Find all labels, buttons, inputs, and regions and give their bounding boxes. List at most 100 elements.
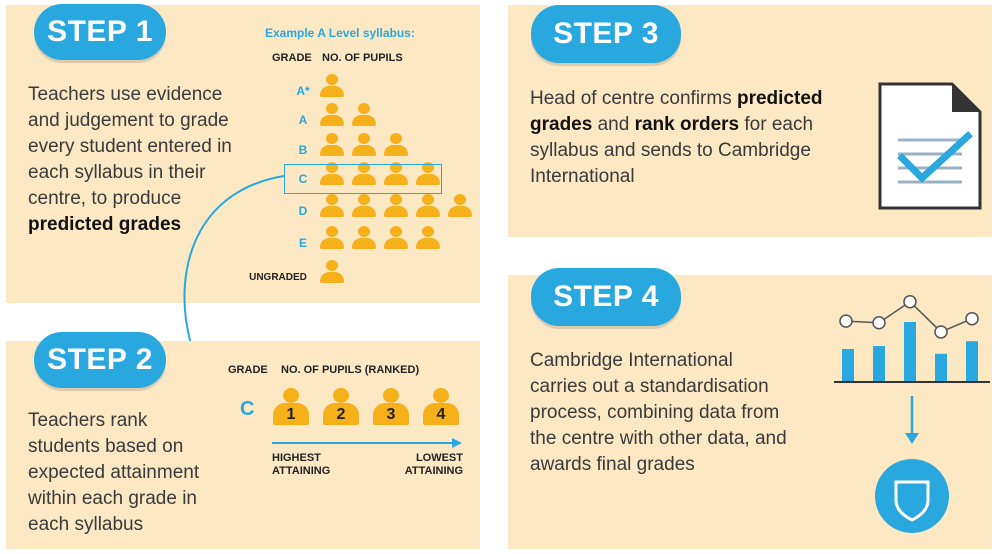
pupil-body xyxy=(320,272,344,283)
lowest-attaining-label: LOWEST ATTAINING xyxy=(404,452,463,477)
rank-number: 1 xyxy=(273,403,309,425)
pupil-body xyxy=(416,174,440,185)
pupil-head xyxy=(422,226,434,237)
chart-bar xyxy=(904,322,916,382)
pupil-body xyxy=(352,238,376,249)
pupil-icon xyxy=(320,133,344,157)
step3-badge: STEP 3 xyxy=(531,5,681,63)
chart-point xyxy=(839,314,853,328)
step1-text-bold: predicted grades xyxy=(28,214,182,235)
pupil-head xyxy=(358,162,370,173)
pupil-head xyxy=(326,103,338,114)
pupil-head xyxy=(454,194,466,205)
ranked-pupil-icon: 1 xyxy=(273,388,309,426)
ranked-pupil-head xyxy=(333,388,349,403)
pupil-head xyxy=(390,194,402,205)
pupil-icon xyxy=(352,194,376,218)
pupil-head xyxy=(326,162,338,173)
ranked-pupil-head xyxy=(283,388,299,403)
chart-point xyxy=(872,316,886,330)
chart-point xyxy=(903,294,917,309)
chart-bar xyxy=(842,349,854,382)
pupil-head xyxy=(326,74,338,85)
pupil-head xyxy=(358,226,370,237)
rank-number: 2 xyxy=(323,403,359,425)
pupil-icon xyxy=(352,133,376,157)
pupil-body xyxy=(416,206,440,217)
pupil-body xyxy=(384,238,408,249)
rank-number: 3 xyxy=(373,403,409,425)
pupil-head xyxy=(326,194,338,205)
step1-badge: STEP 1 xyxy=(34,4,166,60)
grade-label: A* xyxy=(296,84,310,98)
pupil-body xyxy=(320,206,344,217)
pupil-icon xyxy=(352,226,376,250)
step3-text-1: Head of centre confirms xyxy=(530,88,732,109)
pupil-head xyxy=(326,133,338,144)
pupil-head xyxy=(326,260,338,271)
pupil-head xyxy=(422,162,434,173)
grade-label: UNGRADED xyxy=(249,272,307,283)
chart-bar xyxy=(966,341,978,382)
pupil-body xyxy=(448,206,472,217)
pupil-icon xyxy=(384,162,408,186)
step4-badge: STEP 4 xyxy=(531,268,681,326)
step3-bold-1: predicted grades xyxy=(530,88,823,135)
pupil-body xyxy=(352,174,376,185)
attainment-arrow-icon xyxy=(272,438,462,448)
pupil-icon xyxy=(352,103,376,127)
pupil-icon xyxy=(320,194,344,218)
pupil-head xyxy=(390,226,402,237)
grade-label: B xyxy=(298,143,308,157)
pupil-icon xyxy=(416,162,440,186)
pupil-head xyxy=(358,133,370,144)
pupil-icon xyxy=(320,162,344,186)
pupil-icon xyxy=(352,162,376,186)
step2-pupils-header: NO. OF PUPILS (RANKED) xyxy=(281,364,420,376)
step1-text: Teachers use evidence and judgement to g… xyxy=(28,82,238,238)
pupil-icon xyxy=(384,226,408,250)
chart-bar xyxy=(873,346,885,382)
pupil-body xyxy=(352,206,376,217)
step4-text: Cambridge International carries out a st… xyxy=(530,350,787,475)
step3-text-3: for each syllabus and sends to Cambridge… xyxy=(530,114,814,187)
step3-bold-2: rank orders xyxy=(634,114,740,135)
pupil-icon xyxy=(384,133,408,157)
down-arrow-icon xyxy=(905,396,919,444)
grade-label: E xyxy=(298,236,307,250)
pupil-body xyxy=(320,86,344,97)
shield-icon xyxy=(875,459,949,533)
pupil-head xyxy=(358,194,370,205)
grade-label: A xyxy=(298,113,308,127)
pupil-icon xyxy=(320,226,344,250)
pupil-icon xyxy=(384,194,408,218)
pupil-icon xyxy=(320,74,344,98)
example-title: Example A Level syllabus: xyxy=(265,26,415,40)
pupil-body xyxy=(320,174,344,185)
pupil-head xyxy=(390,133,402,144)
chart-bar xyxy=(935,353,947,382)
pupil-icon xyxy=(448,194,472,218)
pupil-body xyxy=(384,206,408,217)
pupil-body xyxy=(352,145,376,156)
pupil-icon xyxy=(320,103,344,127)
bar-line-chart-icon xyxy=(834,294,990,383)
ranked-pupil-head xyxy=(383,388,399,403)
pupil-body xyxy=(416,238,440,249)
pupils-header: NO. OF PUPILS xyxy=(322,52,403,64)
step2-grade-header: GRADE xyxy=(228,364,268,376)
document-check-icon xyxy=(878,82,982,210)
pupil-body xyxy=(384,174,408,185)
pupil-body xyxy=(320,145,344,156)
pupil-body xyxy=(320,115,344,126)
step2-badge: STEP 2 xyxy=(34,332,166,388)
highest-attaining-label: HIGHEST ATTAINING xyxy=(272,452,331,477)
pupil-icon xyxy=(320,260,344,284)
pupil-head xyxy=(390,162,402,173)
pupil-body xyxy=(384,145,408,156)
ranked-pupil-icon: 2 xyxy=(323,388,359,426)
ranked-pupil-icon: 4 xyxy=(423,388,459,426)
rank-number: 4 xyxy=(423,403,459,425)
step2-text: Teachers rank students based on expected… xyxy=(28,410,200,535)
pupil-icon xyxy=(416,194,440,218)
